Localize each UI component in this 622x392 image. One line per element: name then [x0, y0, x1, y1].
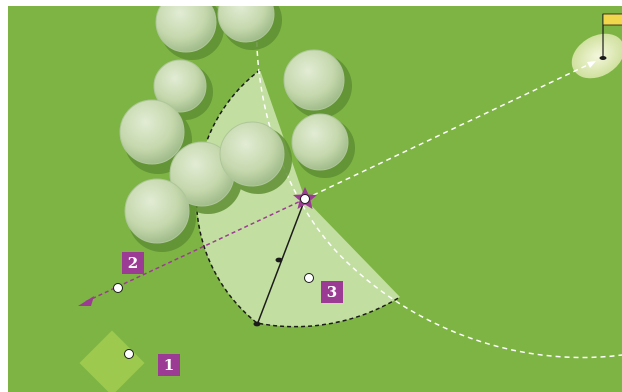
club-mark	[276, 258, 283, 263]
tee-box	[79, 330, 144, 392]
arrow-head-icon	[78, 296, 94, 306]
club-mark	[254, 322, 261, 327]
flag-icon	[603, 14, 622, 25]
ball-icon	[114, 284, 123, 293]
marker-1: 1	[158, 354, 180, 376]
putting-green	[564, 25, 622, 88]
ball-icon	[305, 274, 314, 283]
ball-icon	[125, 350, 134, 359]
marker-2: 2	[122, 252, 144, 274]
marker-3: 3	[321, 281, 343, 303]
ball-icon	[301, 195, 310, 204]
